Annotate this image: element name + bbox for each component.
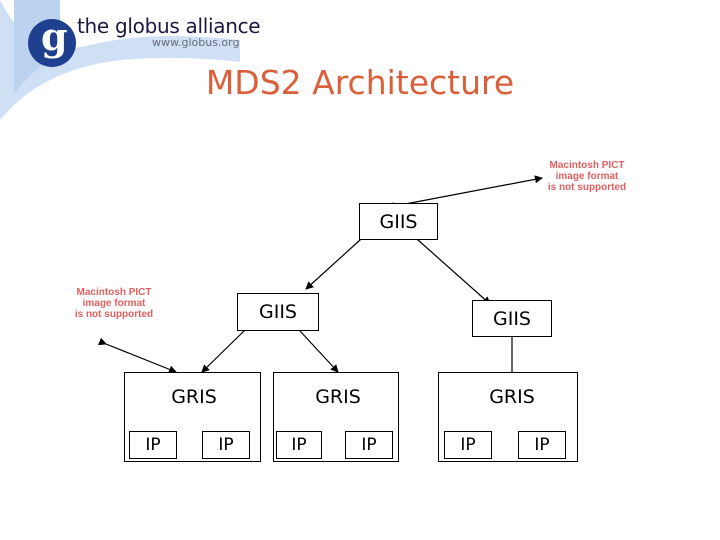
ip-box: IP [276,431,322,459]
giis-left-box: GIIS [237,293,319,331]
ip-box: IP [129,431,177,459]
gris-label-1: GRIS [171,386,217,408]
line-giis-top-to-pict [392,175,543,211]
giis-right-box: GIIS [472,300,552,337]
line-giis-left-to-gris2 [292,323,339,373]
logo-circle [28,19,76,67]
ip-box: IP [444,431,492,459]
gris-label-2: GRIS [315,386,361,408]
giis-top-box: GIIS [359,203,438,240]
gris-label-3: GRIS [489,386,535,408]
ip-box: IP [345,431,393,459]
logo-g-letter: g [41,14,68,59]
ip-box: IP [202,431,250,459]
logo-url: www.globus.org [152,36,240,49]
globus-logo-background [0,0,240,120]
logo-name: the globus alliance [77,14,261,38]
ip-box: IP [518,431,566,459]
page-title: MDS2 Architecture [205,63,515,102]
line-giis-left-to-gris1 [201,323,252,373]
line-giis-top-to-giis-left [305,232,368,290]
gris-group-1 [124,372,261,462]
line-giis-top-to-giis-right [410,232,491,305]
line-pict-left-to-gris1 [98,337,177,374]
